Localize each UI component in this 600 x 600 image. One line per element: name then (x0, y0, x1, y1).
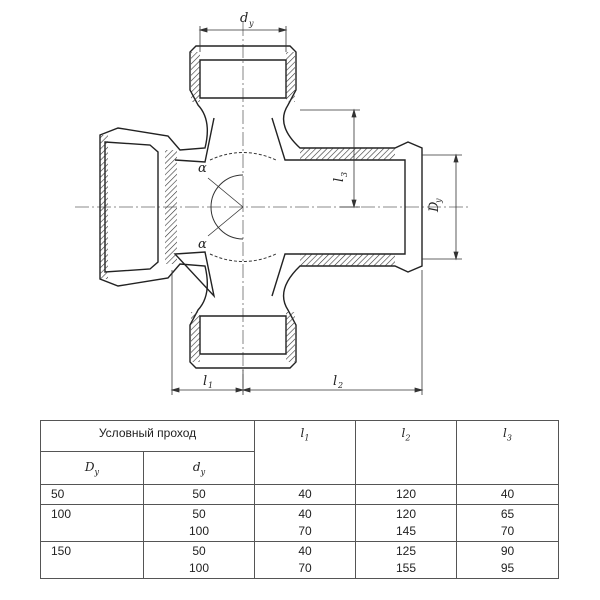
header-conditional-passage: Условный проход (39, 420, 256, 452)
cell-Dy: 100 (40, 504, 144, 542)
dim-dy-sub: y (248, 19, 254, 28)
cell-l1-value: 40 (298, 507, 312, 521)
inner-sphere (209, 152, 277, 262)
centerlines (75, 22, 470, 392)
cell-l2-value: 120 (396, 507, 417, 521)
dim-Dy-label: D (427, 201, 442, 213)
cell-Dy-value: 150 (51, 544, 72, 558)
dim-l3-sub: 3 (340, 172, 349, 177)
cell-Dy-value: 100 (51, 507, 72, 521)
dim-l3-label: l (332, 178, 347, 182)
cell-l2: 120 (355, 484, 458, 505)
cell-l3: 40 (456, 484, 560, 505)
cell-l1-value: 40 (298, 487, 312, 501)
cell-l2-value: 125 (396, 544, 417, 558)
cell-dy-value: 50 (192, 507, 206, 521)
cell-dy-value: 100 (188, 561, 210, 575)
dim-Dy (422, 153, 462, 261)
alpha-bottom-label: α (198, 237, 207, 252)
table-subheader-row: Dy dy (40, 451, 559, 485)
header-l1: l1 (254, 420, 357, 485)
cell-l1: 40 (254, 484, 357, 505)
dimensions-table: Условный проход l1 l2 l3 Dy dy 50 50 40 120… (39, 420, 560, 579)
cell-Dy-value: 50 (51, 487, 65, 501)
header-l2: l2 (355, 420, 458, 485)
dim-l1-sub: 1 (208, 381, 213, 390)
dim-l1-label: l (203, 374, 207, 389)
dim-dy-label: d (240, 11, 248, 26)
table-header-row: Условный проход l1 l2 l3 (39, 420, 560, 485)
cross-fitting-drawing: α α d y D y l 3 l 1 l 2 (75, 11, 470, 395)
wall-hatching (100, 52, 395, 362)
dim-l2-label: l (333, 374, 337, 389)
cell-l3-value: 65 (500, 507, 515, 521)
dim-l2-sub: 2 (337, 381, 343, 390)
cell-Dy: 150 (40, 541, 144, 579)
cell-l3-value: 40 (500, 487, 515, 501)
header-dy: dy (142, 451, 256, 485)
alpha-lines (207, 177, 244, 237)
cell-dy-value: 50 (192, 544, 206, 558)
cell-dy: 50 (142, 484, 256, 505)
cell-dy-value: 50 (192, 487, 206, 501)
cell-dy-value: 100 (188, 524, 210, 538)
cell-l2-value: 145 (396, 524, 417, 538)
cell-l1-value: 40 (298, 544, 312, 558)
table-row: 50 50 40 120 40 (40, 484, 560, 505)
alpha-top-label: α (198, 161, 207, 176)
dim-l3 (300, 108, 360, 209)
cell-l3-value: 95 (500, 561, 515, 575)
cell-l1-value: 70 (298, 561, 312, 575)
cell-l2-value: 120 (396, 487, 417, 501)
cell-l3-value: 90 (500, 544, 515, 558)
cell-l2-value: 155 (396, 561, 417, 575)
cell-l1-value: 70 (298, 524, 312, 538)
dim-Dy-sub: y (434, 198, 443, 204)
header-Dy: Dy (40, 451, 144, 485)
header-l3: l3 (456, 420, 560, 485)
dim-l1-l2 (170, 270, 424, 395)
cell-Dy: 50 (40, 484, 144, 505)
cell-l3-value: 70 (500, 524, 515, 538)
dim-dy (198, 26, 288, 52)
